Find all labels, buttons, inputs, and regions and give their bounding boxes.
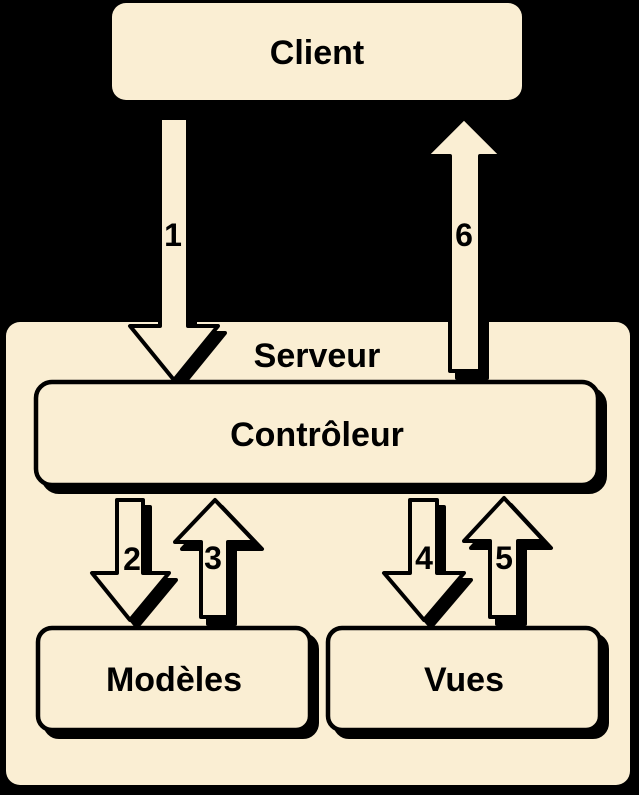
controleur-box [33,379,601,488]
arrow-1-label: 1 [164,217,182,253]
client-box [112,3,522,100]
arrow-6-label: 6 [455,217,473,253]
serveur-label: Serveur [254,337,381,375]
arrow-6-up [424,116,504,373]
arrow-1-down [128,116,220,382]
arrow-4-down [382,498,466,622]
arrow-5-up [462,496,546,619]
controleur-label: Contrôleur [230,416,404,454]
arrow-3-up [173,498,257,619]
modeles-box [35,625,313,733]
vues-label: Vues [424,661,504,699]
arrow-3-label: 3 [204,540,222,576]
arrow-2-down [90,498,171,622]
modeles-label: Modèles [106,661,242,699]
client-label: Client [270,34,364,72]
arrow-4-label: 4 [415,540,433,576]
arrow-2-label: 2 [123,541,141,577]
vues-box [325,625,603,733]
arrow-5-label: 5 [495,540,513,576]
